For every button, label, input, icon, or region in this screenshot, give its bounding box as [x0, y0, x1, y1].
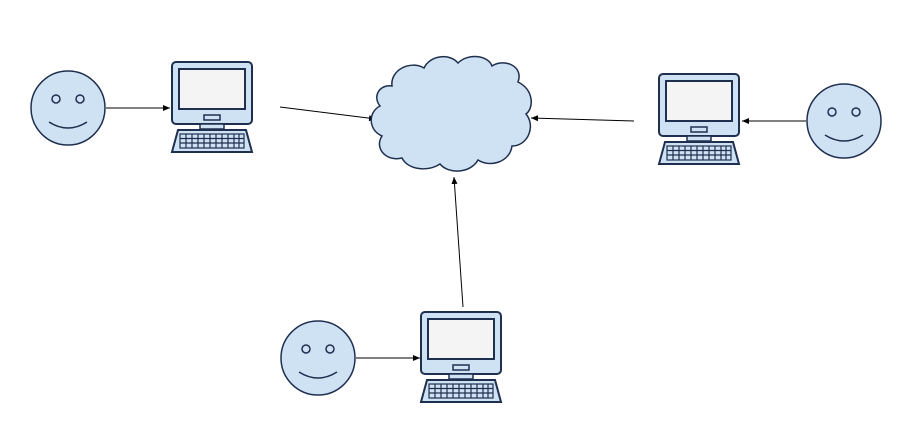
edge-computer-bottom-to-cloud [451, 176, 464, 308]
smiley-face-icon [806, 83, 882, 159]
desktop-computer-icon [171, 61, 253, 153]
cloud-icon [370, 55, 532, 172]
smiley-face-icon [280, 320, 356, 396]
smiley-face-icon [30, 70, 106, 146]
edge-computer-right-to-cloud [530, 115, 635, 122]
edge-computer-left-to-cloud [279, 106, 377, 122]
desktop-computer-icon [658, 73, 740, 165]
desktop-computer-icon [420, 311, 502, 403]
edges [106, 105, 806, 361]
